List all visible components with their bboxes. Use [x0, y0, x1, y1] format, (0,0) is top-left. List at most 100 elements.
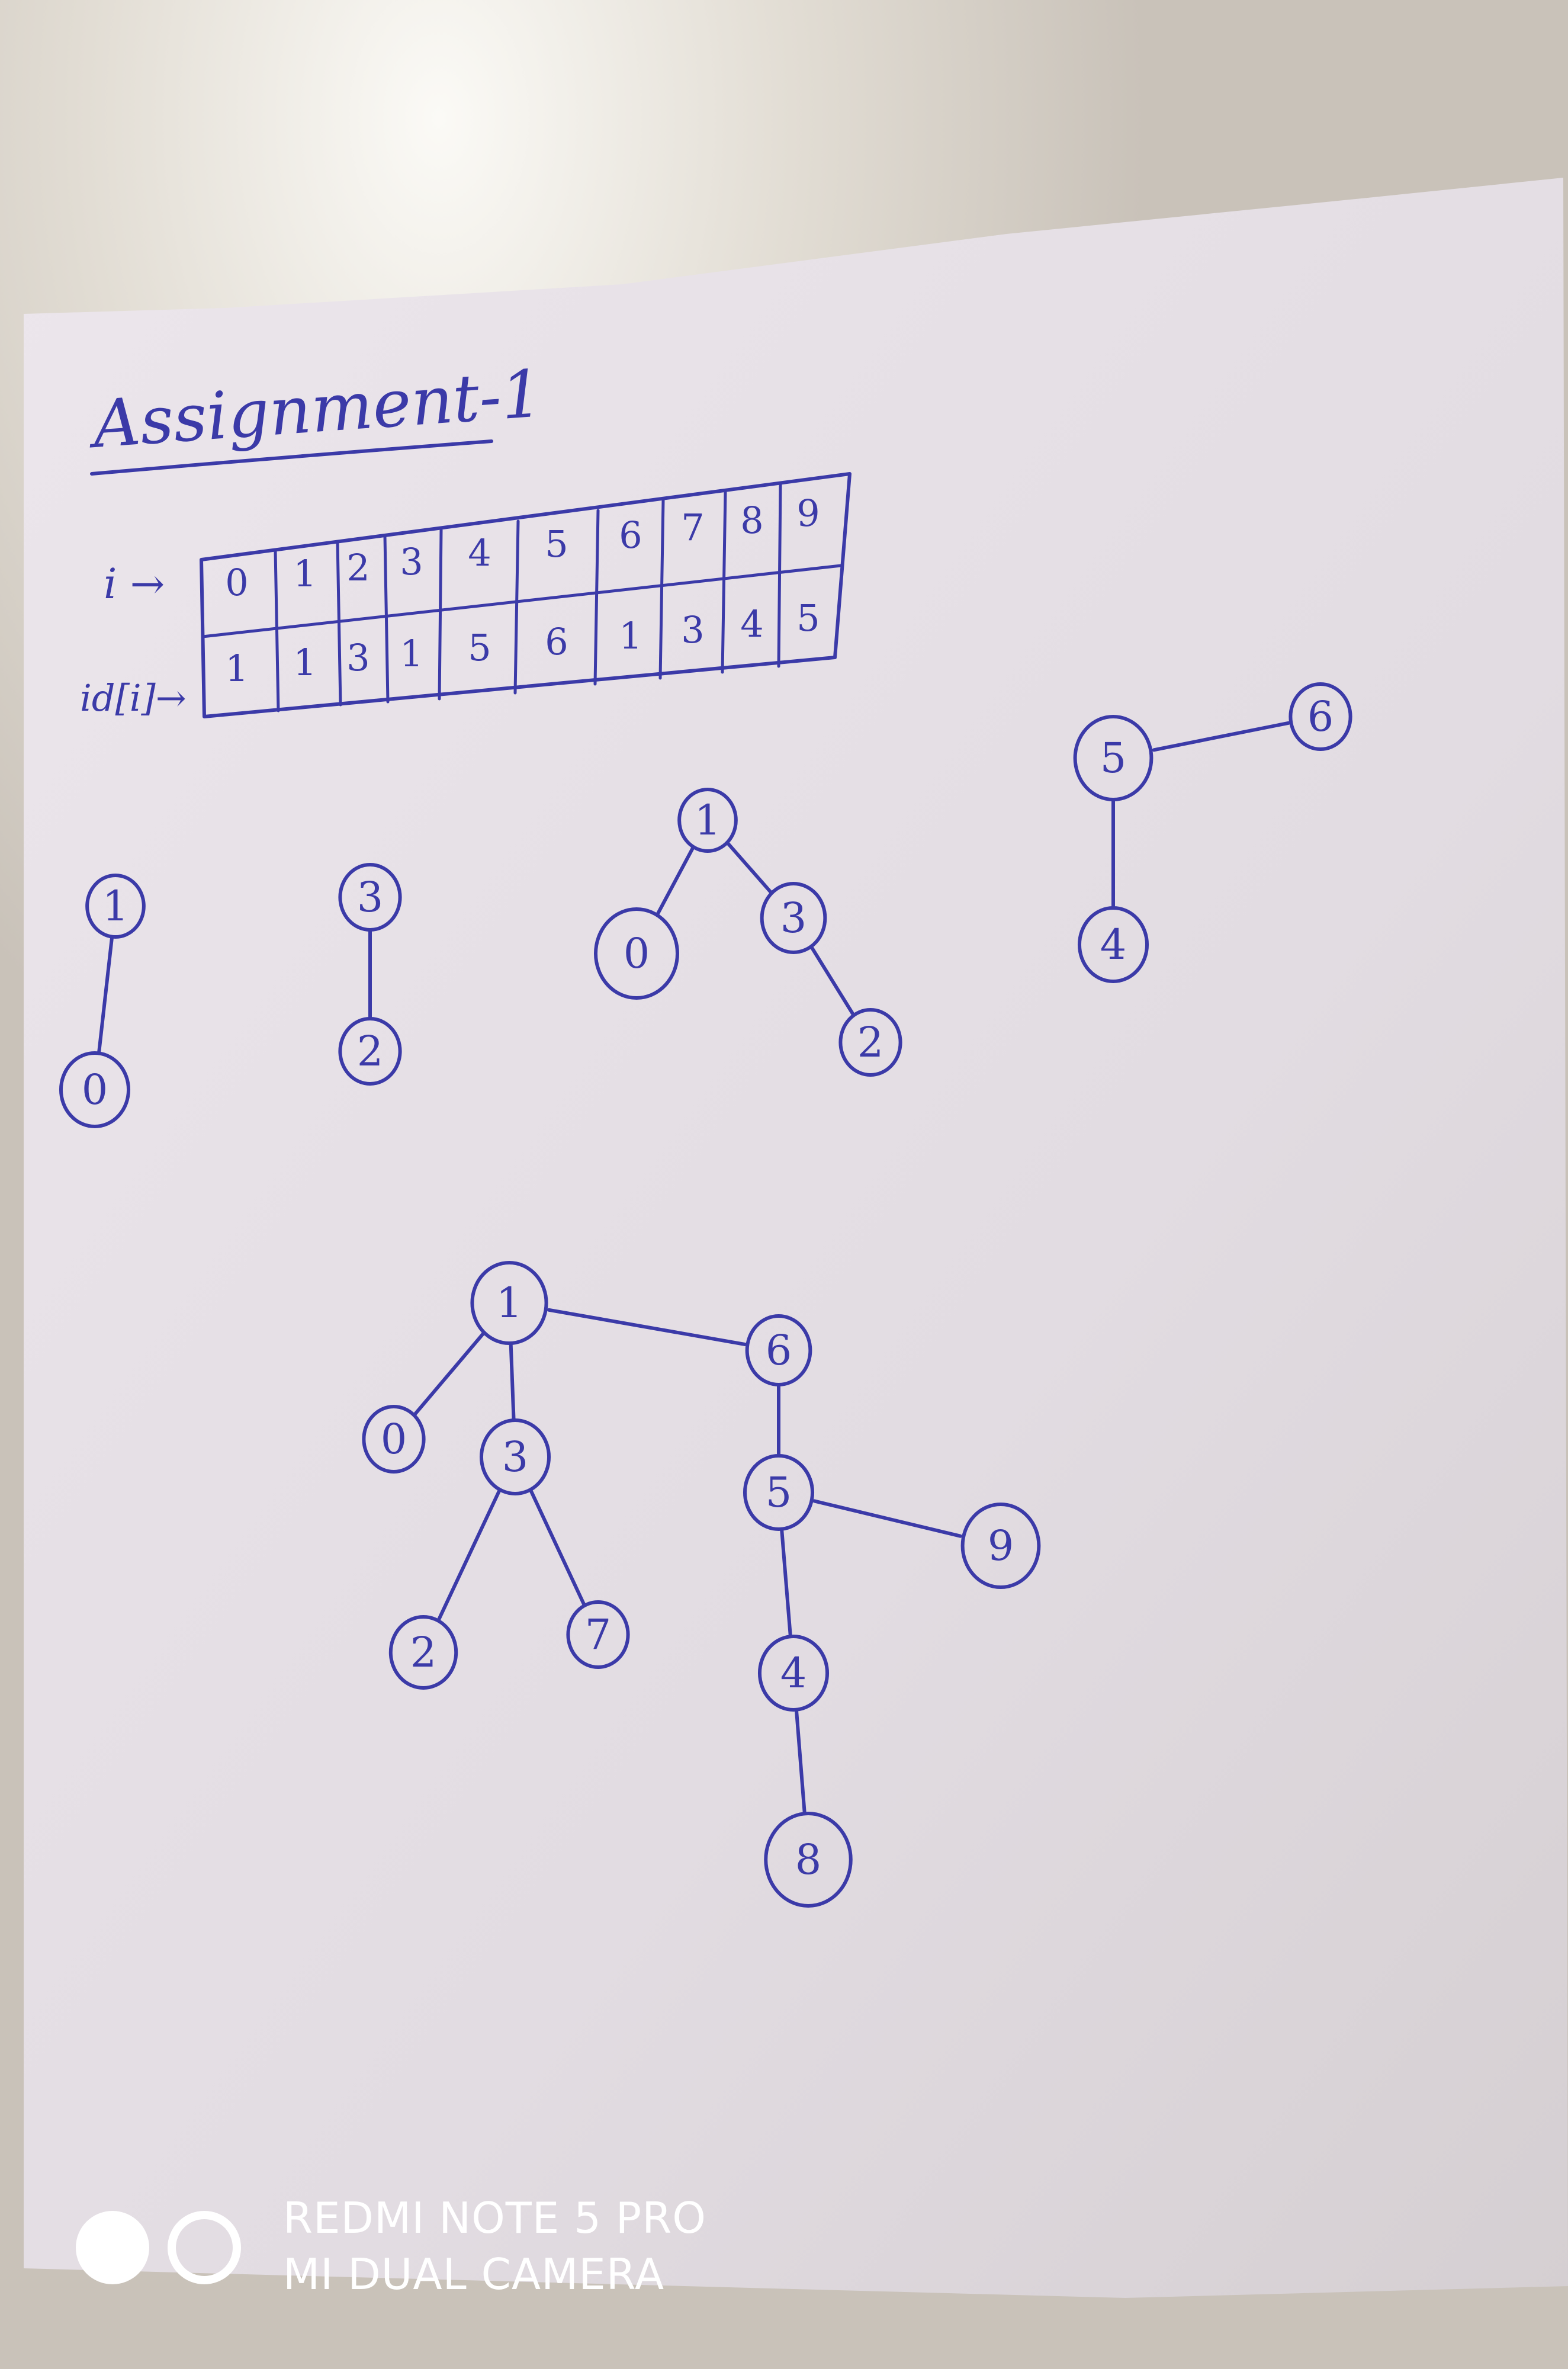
id-cell: 3 [346, 636, 369, 679]
tree-edge [413, 1331, 486, 1417]
node-circle [757, 1635, 830, 1712]
tree-node: 2 [388, 1615, 458, 1690]
tree-5: 1 0 3 2 7 6 5 9 4 8 [362, 1261, 1041, 1908]
node-label: 6 [766, 1326, 792, 1375]
node-circle [59, 1051, 131, 1128]
tree-node: 6 [745, 1314, 812, 1386]
tree-edge [812, 1499, 962, 1538]
node-label: 5 [766, 1468, 792, 1517]
node-label: 1 [496, 1279, 523, 1327]
node-circle [388, 1615, 458, 1690]
node-label: 3 [502, 1433, 529, 1481]
tree-node: 0 [362, 1405, 426, 1474]
node-label: 4 [780, 1649, 807, 1697]
id-cell: 3 [681, 608, 704, 651]
node-circle [338, 1017, 402, 1086]
watermark-line2: MI DUAL CAMERA [283, 2249, 664, 2299]
tree-node: 0 [59, 1051, 131, 1128]
tree-node: 6 [1289, 682, 1352, 751]
id-cell: 5 [796, 596, 820, 640]
tree-node: 9 [960, 1503, 1041, 1589]
node-circle [677, 788, 738, 853]
index-cell: 4 [468, 531, 491, 574]
node-circle [470, 1261, 548, 1345]
node-label: 8 [795, 1835, 822, 1884]
heading-underline [90, 439, 493, 476]
node-circle [960, 1503, 1041, 1589]
tree-2: 32 [338, 863, 402, 1086]
node-label: 0 [82, 1065, 108, 1114]
index-cell: 9 [796, 492, 820, 535]
id-label: id[i]→ [80, 676, 187, 720]
tree-4: 5 6 4 [1073, 682, 1352, 983]
node-label: 0 [381, 1415, 407, 1463]
node-label: 6 [1307, 692, 1334, 741]
tree-3: 1 0 3 2 [594, 788, 902, 1077]
node-label: 0 [624, 929, 650, 978]
node-circle [743, 1454, 815, 1531]
tree-node: 0 [594, 907, 679, 1000]
table-middle-line [201, 564, 843, 638]
node-circle [85, 874, 146, 939]
index-cell: 0 [225, 561, 248, 604]
paper-sheet [24, 178, 1568, 2298]
tree-edge [509, 1341, 516, 1423]
node-circle [760, 882, 827, 954]
index-cell: 8 [740, 499, 763, 542]
tree-node: 7 [566, 1600, 630, 1669]
tree-edge [436, 1488, 502, 1622]
tree-edge [726, 842, 773, 894]
tree-node: 5 [1073, 715, 1153, 801]
tree-edge [529, 1488, 586, 1607]
node-label: 7 [585, 1610, 612, 1659]
node-circle [338, 863, 402, 932]
id-cell: 5 [468, 626, 491, 669]
camera-watermark: REDMI NOTE 5 PRO MI DUAL CAMERA [76, 2193, 706, 2299]
node-circle [479, 1418, 551, 1495]
index-cell: 6 [619, 513, 642, 557]
tree-node: 1 [85, 874, 146, 939]
node-label: 9 [988, 1521, 1014, 1570]
table-outline [200, 472, 852, 718]
index-cell: 2 [346, 546, 369, 589]
tree-node: 5 [743, 1454, 815, 1531]
tree-node: 2 [338, 1017, 402, 1086]
watermark-dot-filled [76, 2211, 149, 2284]
node-label: 1 [695, 796, 721, 845]
tree-node: 3 [479, 1418, 551, 1495]
watermark-dot-ring [168, 2211, 241, 2284]
tree-node: 4 [757, 1635, 830, 1712]
node-label: 2 [857, 1018, 884, 1067]
tree-1: 10 [59, 874, 146, 1128]
node-label: 3 [357, 873, 384, 922]
node-circle [362, 1405, 426, 1474]
tree-edge [97, 935, 114, 1055]
node-label: 3 [780, 894, 807, 942]
id-cell: 1 [293, 641, 316, 684]
node-circle [1077, 906, 1149, 983]
tree-node: 2 [838, 1008, 902, 1077]
tree-node: 8 [764, 1812, 853, 1908]
tree-node: 1 [677, 788, 738, 853]
node-circle [594, 907, 679, 1000]
tree-node: 4 [1077, 906, 1149, 983]
id-cell: 1 [225, 647, 248, 690]
tree-edge [656, 845, 695, 916]
tree-edge [809, 945, 856, 1017]
node-label: 1 [102, 882, 129, 930]
tree-edge [1152, 721, 1291, 752]
node-circle [745, 1314, 812, 1386]
id-cell: 1 [400, 632, 423, 675]
table-column-lines [274, 483, 782, 712]
node-circle [1073, 715, 1153, 801]
index-cell: 1 [293, 552, 316, 595]
tree-node: 3 [760, 882, 827, 954]
id-cell: 4 [740, 602, 763, 646]
node-label: 4 [1100, 920, 1127, 969]
index-label: i → [104, 560, 165, 608]
